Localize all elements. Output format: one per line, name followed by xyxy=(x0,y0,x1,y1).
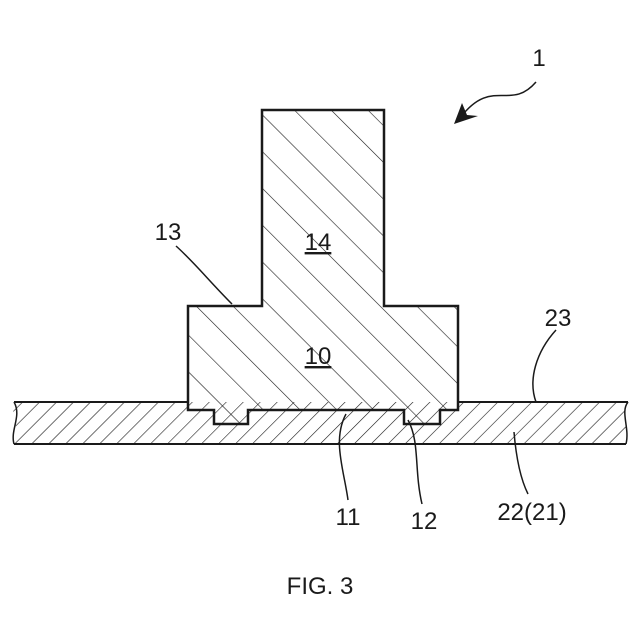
t-block xyxy=(188,110,458,424)
leader-13 xyxy=(176,246,232,304)
ref-10: 10 xyxy=(305,343,332,370)
ref-22-21: 22(21) xyxy=(497,499,566,526)
assembly-arrowhead xyxy=(454,103,478,124)
ref-14: 14 xyxy=(305,229,332,256)
ref-13: 13 xyxy=(155,219,182,246)
ref-23: 23 xyxy=(545,305,572,332)
leader-23 xyxy=(533,330,556,402)
ref-11: 11 xyxy=(336,504,361,531)
assembly-arrow xyxy=(460,82,536,118)
ref-1: 1 xyxy=(532,45,545,72)
figure-caption: FIG. 3 xyxy=(287,573,354,600)
ref-12: 12 xyxy=(411,508,438,535)
